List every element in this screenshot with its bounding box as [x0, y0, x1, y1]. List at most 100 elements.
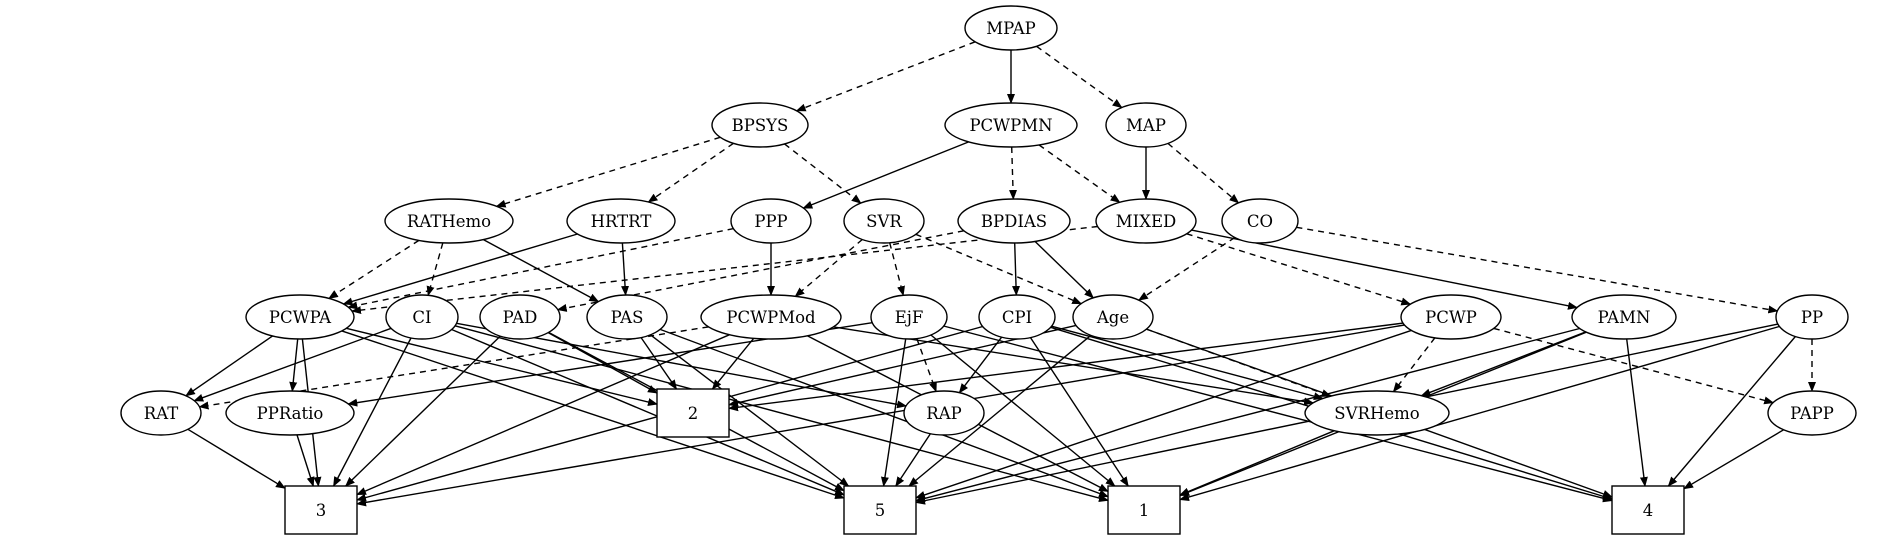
node-ppratio: PPRatio: [225, 390, 355, 436]
node-bpdias: BPDIAS: [957, 198, 1071, 244]
node-rap: RAP: [903, 390, 985, 436]
node-cpi: CPI: [978, 294, 1056, 340]
edge-pcwpa-to-ppratio: [289, 338, 299, 392]
node-label: PAMN: [1598, 308, 1651, 327]
edge-bpdias-to-age: [1034, 240, 1095, 299]
edge-cpi-to-rap: [958, 336, 1003, 394]
node-label: CI: [412, 308, 431, 327]
edge-pamn-to-n5: [915, 327, 1580, 503]
node-ellipse: [245, 294, 355, 340]
edge-pp-to-n4: [1667, 336, 1796, 487]
node-pamn: PAMN: [1571, 294, 1677, 340]
node-ellipse: [566, 198, 676, 244]
edge-svr-to-ejf: [889, 242, 905, 297]
edge-pcwpmn-to-ppp: [802, 141, 969, 209]
node-pcwpmn: PCWPMN: [944, 102, 1078, 148]
node-pad: PAD: [479, 294, 561, 340]
edge-papp-to-n4: [1683, 429, 1784, 490]
node-label: CO: [1247, 212, 1273, 231]
node-ellipse: [870, 294, 948, 340]
edge-mpap-to-bpsys: [795, 41, 976, 112]
node-svrhemo: SVRHemo: [1304, 390, 1450, 436]
node-ellipse: [1095, 198, 1197, 244]
edge-pcwpa-to-n2: [346, 327, 658, 406]
edge-mpap-to-map: [1036, 45, 1123, 109]
node-label: PCWPMN: [969, 116, 1052, 135]
edge-ejf-to-n4: [943, 325, 1613, 503]
edge-svrhemo-to-n1: [1179, 430, 1335, 496]
node-box: [843, 485, 917, 535]
node-label: 5: [875, 501, 886, 520]
node-label: PCWPA: [269, 308, 332, 327]
node-co: CO: [1221, 198, 1299, 244]
edge-pas-to-n2: [640, 337, 678, 390]
edge-ejf-to-n1: [930, 334, 1116, 487]
edge-pcwpmod-to-n3: [356, 334, 730, 496]
node-ellipse: [1072, 294, 1154, 340]
node-ellipse: [1775, 294, 1849, 340]
node-label: RAT: [144, 404, 178, 423]
node-ellipse: [225, 390, 355, 436]
edge-svr-to-age: [915, 233, 1083, 305]
node-hrtrt: HRTRT: [566, 198, 676, 244]
edge-ci-to-rat: [193, 327, 392, 402]
node-ellipse: [384, 198, 514, 244]
node-label: PCWPMod: [726, 308, 816, 327]
edge-pp-to-n1: [1179, 325, 1780, 501]
node-label: SVRHemo: [1334, 404, 1419, 423]
node-ellipse: [843, 198, 925, 244]
node-box: [1611, 485, 1685, 535]
edge-ci-to-n3: [332, 337, 412, 487]
edge-bpsys-to-rathemo: [495, 136, 721, 208]
node-n5: 5: [843, 485, 917, 535]
edge-rathemo-to-ci: [426, 242, 444, 297]
node-ellipse: [586, 294, 668, 340]
node-ellipse: [903, 390, 985, 436]
node-age: Age: [1072, 294, 1154, 340]
edge-ppp-to-pcwpa: [347, 227, 734, 310]
edge-map-to-co: [1167, 142, 1240, 204]
node-ellipse: [1304, 390, 1450, 436]
node-label: MIXED: [1116, 212, 1176, 231]
node-mpap: MPAP: [964, 5, 1058, 51]
node-map: MAP: [1105, 102, 1187, 148]
edge-bpsys-to-hrtrt: [647, 142, 734, 203]
node-label: PAPP: [1790, 404, 1834, 423]
edge-hrtrt-to-pcwpa: [342, 233, 578, 306]
edge-pcwpmod-to-n2: [711, 337, 755, 390]
node-rathemo: RATHemo: [384, 198, 514, 244]
edge-pamn-to-n4: [1626, 338, 1648, 487]
node-n4: 4: [1611, 485, 1685, 535]
node-ellipse: [1105, 102, 1187, 148]
edge-pad-to-n3: [344, 335, 501, 487]
node-label: BPDIAS: [981, 212, 1047, 231]
node-label: MAP: [1126, 116, 1166, 135]
node-label: PPP: [754, 212, 787, 231]
edge-pcwpmn-to-mixed: [1038, 144, 1121, 203]
edge-co-to-age: [1137, 236, 1236, 301]
node-pcwpa: PCWPA: [245, 294, 355, 340]
edge-pcwp-to-n3: [356, 324, 1405, 507]
edge-pcwp-to-n5: [915, 329, 1412, 499]
edge-pcwp-to-papp: [1493, 327, 1775, 405]
node-ellipse: [479, 294, 561, 340]
node-label: PCWP: [1425, 308, 1477, 327]
node-n3: 3: [284, 485, 358, 535]
edge-pas-to-n1: [659, 328, 1109, 498]
node-ellipse: [700, 294, 842, 340]
node-label: Age: [1096, 308, 1129, 327]
edge-mixed-to-pcwpa: [351, 225, 1098, 315]
edge-svr-to-pcwpmod: [794, 238, 863, 298]
node-ellipse: [1221, 198, 1299, 244]
edge-bpdias-to-cpi: [1012, 242, 1021, 296]
edge-pcwp-to-n2: [728, 322, 1404, 412]
node-box: [1107, 485, 1181, 535]
node-label: 1: [1139, 501, 1150, 520]
node-papp: PAPP: [1767, 390, 1857, 436]
node-label: 2: [688, 404, 699, 423]
node-label: PAS: [611, 308, 644, 327]
node-ejf: EjF: [870, 294, 948, 340]
node-mixed: MIXED: [1095, 198, 1197, 244]
edge-pcwpmn-to-bpdias: [1009, 146, 1018, 200]
